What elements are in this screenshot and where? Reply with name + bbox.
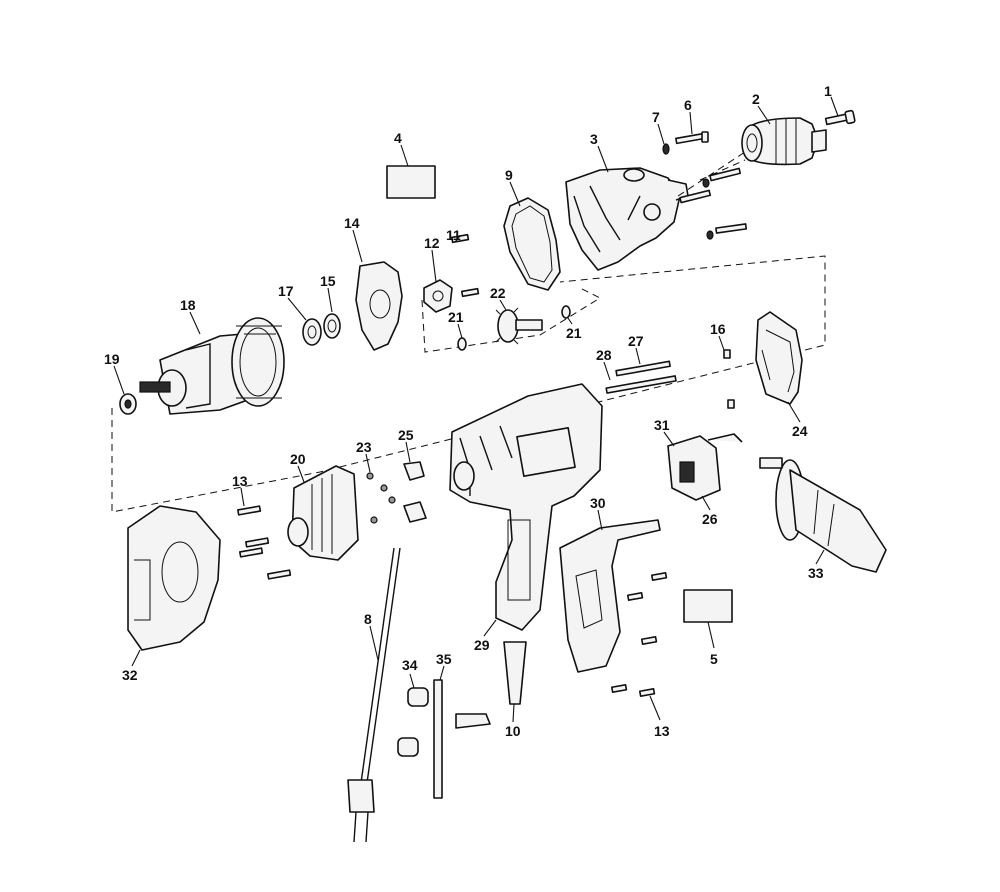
callout-20: 20 xyxy=(290,451,306,467)
callout-19: 19 xyxy=(104,351,120,367)
callout-22: 22 xyxy=(490,285,506,301)
part-4-label xyxy=(386,165,436,199)
part-16-spacer xyxy=(723,349,731,359)
part-23-screws xyxy=(366,472,396,524)
part-11-screws xyxy=(450,233,480,298)
part-1-screw xyxy=(824,109,856,126)
callout-33: 33 xyxy=(808,565,824,581)
callout-35: 35 xyxy=(436,651,452,667)
part-8-power-cord xyxy=(347,547,401,843)
part-21-washer-b xyxy=(561,305,571,319)
part-7-washer xyxy=(662,143,670,155)
callout-29: 29 xyxy=(474,637,490,653)
part-20-motor-housing xyxy=(287,465,359,561)
part-3-gear-housing xyxy=(565,167,748,271)
callout-1: 1 xyxy=(824,83,832,99)
part-13-screws-right xyxy=(610,572,668,697)
callout-31: 31 xyxy=(654,417,670,433)
part-32-handle xyxy=(127,505,221,651)
callout-labels: 1 2 3 4 5 6 7 8 9 10 11 12 13 13 14 15 1… xyxy=(104,83,832,739)
callout-26: 26 xyxy=(702,511,718,527)
callout-28: 28 xyxy=(596,347,612,363)
callout-14: 14 xyxy=(344,215,360,231)
callout-leaders xyxy=(113,96,839,723)
callout-10: 10 xyxy=(505,723,521,739)
callout-17: 17 xyxy=(278,283,294,299)
part-21-washer-a xyxy=(457,337,467,351)
callout-6: 6 xyxy=(684,97,692,113)
callout-24: 24 xyxy=(792,423,808,439)
part-35-chuck-key xyxy=(433,679,491,799)
callout-30: 30 xyxy=(590,495,606,511)
callout-11: 11 xyxy=(446,227,461,243)
part-10-cord-protector xyxy=(503,641,527,705)
callout-21a: 21 xyxy=(448,309,464,325)
part-33-aux-handle xyxy=(759,457,887,573)
callout-34: 34 xyxy=(402,657,418,673)
callout-32: 32 xyxy=(122,667,138,683)
part-29-housing xyxy=(449,383,603,631)
callout-15: 15 xyxy=(320,273,336,289)
part-25-brush-holders xyxy=(403,461,427,523)
part-28-rod xyxy=(605,375,677,394)
callout-2: 2 xyxy=(752,91,760,107)
chuck-alignment xyxy=(677,151,746,197)
gear-envelope xyxy=(421,287,602,353)
callout-5: 5 xyxy=(710,651,718,667)
part-17-bearing xyxy=(302,318,322,346)
part-27-rod xyxy=(615,360,671,377)
callout-13-right: 13 xyxy=(654,723,670,739)
callout-21b: 21 xyxy=(566,325,582,341)
callout-8: 8 xyxy=(364,611,372,627)
part-13-screws-left xyxy=(237,505,292,580)
part-9-gasket xyxy=(503,197,561,291)
callout-3: 3 xyxy=(590,131,598,147)
part-31-switch xyxy=(667,433,743,501)
callout-7: 7 xyxy=(652,109,660,125)
part-22-gear xyxy=(495,307,543,345)
callout-4: 4 xyxy=(394,130,402,146)
part-12-bracket xyxy=(423,279,453,313)
part-6-screw xyxy=(675,131,709,145)
callout-9: 9 xyxy=(505,167,513,183)
callout-13-left: 13 xyxy=(232,473,248,489)
part-24-rear-cover xyxy=(755,311,803,405)
part-2-chuck xyxy=(741,117,827,166)
part-5-label xyxy=(683,589,733,623)
part-30-handle-half xyxy=(559,519,661,673)
part-3-screws xyxy=(679,167,748,240)
callout-12: 12 xyxy=(424,235,440,251)
part-34-clamps xyxy=(397,687,429,757)
callout-16: 16 xyxy=(710,321,726,337)
part-15-bearing xyxy=(323,313,341,339)
part-18-armature xyxy=(139,317,285,415)
callout-23: 23 xyxy=(356,439,372,455)
callout-27: 27 xyxy=(628,333,644,349)
callout-25: 25 xyxy=(398,427,414,443)
callout-18: 18 xyxy=(180,297,196,313)
part-14-baffle xyxy=(355,261,403,351)
